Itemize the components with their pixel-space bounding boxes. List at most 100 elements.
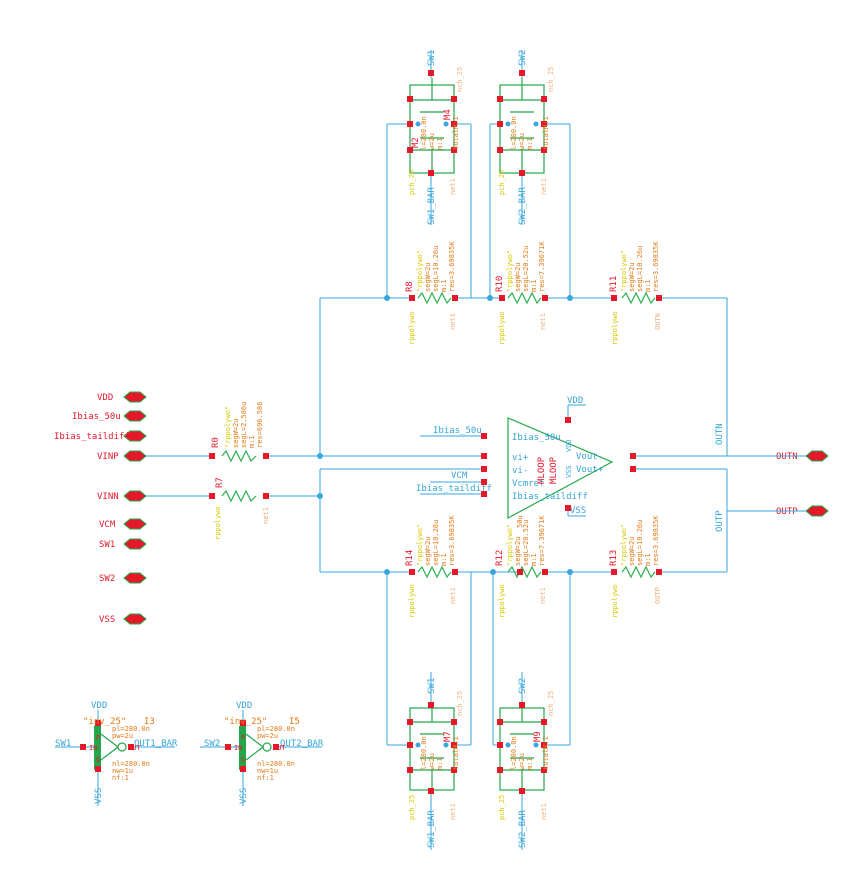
r14-model: "rppolywo" (416, 524, 424, 566)
r10-segw: segW=2u (514, 262, 522, 292)
opamp-pin-vcmref: Vcmref (512, 479, 545, 489)
switch-bottom-2[interactable]: SW2 nch_25 l=280.0n w=2u m:1 M9 totalM:1… (497, 672, 555, 850)
r13-model: "rppolywo" (620, 524, 628, 566)
sw-bot2-pch: pch_25 (498, 795, 506, 820)
resistor-r12[interactable]: R12 "rppolywo" segW=2u segL=20.52u m:1 r… (495, 515, 548, 618)
switch-top-2[interactable]: SW2 nch_25 l=280.0n w=2u m:1 totalM:1 SW… (497, 50, 555, 225)
port-ibias-50u[interactable]: Ibias_50u (72, 410, 147, 422)
switch-top-1[interactable]: SW1 nch_25 M2 l=280.0n w=2u m:1 M4 total… (407, 50, 464, 225)
sw-bot1-w: w=2u (428, 753, 436, 770)
i3-cell: "inv_25" (83, 717, 126, 727)
r11-res: res=3.69835K (652, 241, 660, 292)
r10-m: m:1 (530, 279, 538, 292)
r12-segw: segW=2u (514, 536, 522, 566)
opamp-pin-ibias50: Ibias_50u (512, 433, 561, 443)
sw-top1-net: net1 (449, 178, 457, 195)
port-sw2-label: SW2 (99, 574, 115, 584)
r11-segw: segW=2u (628, 262, 636, 292)
i5-pin-out: OUT (273, 744, 286, 752)
r14-m: m:1 (440, 553, 448, 566)
resistor-r14[interactable]: R14 "rppolywo" segW=2u segL=10.26u m:1 r… (405, 515, 458, 618)
sw-top1-pch: pch_25 (408, 170, 416, 195)
inverter-i3[interactable]: VDD VSS SW1 OUT1_BAR "inv_25" I3 pl=280.… (55, 701, 178, 806)
port-sw2[interactable]: SW2 (99, 572, 147, 584)
sw-bot1-pch: pch_25 (408, 795, 416, 820)
r8-res: res=3.69835K (448, 241, 456, 292)
net-label-vdd: VDD (567, 396, 583, 406)
port-vinn[interactable]: VINN (97, 490, 147, 502)
opamp-param: 50u (516, 515, 524, 528)
junction-dots (317, 295, 573, 575)
r11-segl: segL=10.26u (636, 246, 644, 292)
r0-res: res=696.586 (256, 402, 264, 448)
sw-top2-total: totalM:1 (542, 116, 550, 150)
i5-pl: pl=280.0n (257, 725, 295, 733)
i5-nf: nf:1 (257, 774, 274, 782)
r11-model: "rppolywo" (620, 250, 628, 292)
r12-m: m:1 (530, 553, 538, 566)
sw-top2-gate-label: SW2 (518, 50, 528, 66)
r13-m: m:1 (644, 553, 652, 566)
r14-res: res=3.69835K (448, 515, 456, 566)
i5-name: I5 (289, 717, 300, 727)
sw-top1-l: l=280.0n (420, 116, 428, 150)
resistor-r0[interactable]: R0 "rppolywo" segW=2u segL=2.586u m:1 re… (209, 402, 269, 463)
r13-pin-d: OUTP (654, 587, 662, 604)
resistor-r13[interactable]: R13 "rppolywo" segW=2u segL=10.26u m:1 r… (609, 515, 662, 618)
port-vcm-label: VCM (99, 520, 116, 530)
r10-model: "rppolywo" (506, 250, 514, 292)
i5-vdd: VDD (236, 701, 252, 711)
sw-bot2-gate-label: SW2 (518, 678, 528, 694)
sw-top2-m: m:1 (526, 137, 534, 150)
opamp-pin-ibias-tail: Ibias_taildiff (512, 492, 588, 502)
port-outp[interactable]: OUTP (776, 505, 829, 517)
port-outn[interactable]: OUTN (776, 450, 829, 462)
port-ibias50-label: Ibias_50u (72, 412, 121, 422)
opamp-pin-vss: VSS (565, 465, 573, 478)
port-vinn-label: VINN (97, 492, 119, 502)
sw-bot1-gate-label: SW1 (427, 678, 437, 694)
opamp-body-text: MLOOP (537, 456, 547, 484)
port-vss[interactable]: VSS (99, 613, 147, 625)
port-sw1-label: SW1 (99, 540, 115, 550)
sw-bot2-nch: nch_25 (547, 691, 555, 716)
r11-pin-a: rppolywo (611, 311, 619, 345)
i5-vss: VSS (239, 788, 249, 804)
r0-name: R0 (211, 437, 221, 448)
port-vdd-label: VDD (97, 393, 113, 403)
port-vcm[interactable]: VCM (99, 518, 147, 530)
sw-top1-gate-label: SW1 (427, 50, 437, 66)
sw-bot1-bar-label: SW1_BAR (427, 809, 437, 848)
r12-segl: segL=20.52u (522, 520, 530, 566)
sw-top2-l: l=280.0n (510, 116, 518, 150)
port-ibias-taildiff[interactable]: Ibias_taildiff (54, 430, 147, 442)
r14-pin-b: net1 (449, 587, 457, 604)
port-vdd[interactable]: VDD (97, 391, 147, 403)
port-sw1[interactable]: SW1 (99, 538, 147, 550)
inverter-i5[interactable]: VDD VSS SW2 OUT2_BAR "inv_25" I5 pl=280.… (200, 701, 324, 806)
sw-bot2-bar-label: SW2_BAR (518, 809, 528, 848)
r13-segl: segL=10.26u (636, 520, 644, 566)
switch-bottom-1[interactable]: SW1 nch_25 l=280.0n w=2u m:1 M7 totalM:1… (407, 672, 464, 850)
i5-pin-p: P (241, 734, 245, 742)
port-vinp[interactable]: VINP (97, 450, 147, 462)
r14-segw: segW=2u (424, 536, 432, 566)
opamp-body-text-2: MLOOP (549, 456, 559, 484)
opamp-pin-vip: vi+ (512, 453, 529, 463)
r10-segl: segL=20.52u (522, 246, 530, 292)
sw-bot2-m9: M9 (533, 731, 543, 742)
i3-nl: nl=280.0n (112, 760, 150, 768)
resistor-r11[interactable]: R11 "rppolywo" segW=2u segL=10.26u m:1 r… (609, 241, 662, 345)
port-outp-label: OUTP (776, 507, 798, 517)
sw-bot2-total: totalM:1 (542, 736, 550, 770)
r11-name: R11 (609, 276, 619, 292)
r0-segw: segW=2u (232, 418, 240, 448)
i3-vss: VSS (94, 788, 104, 804)
r12-pin-b: net1 (539, 587, 547, 604)
opamp-mloop[interactable]: Ibias_50u vi+ vi- Vcmref Ibias_taildiff … (481, 417, 636, 528)
resistor-r8[interactable]: R8 "rppolywo" segW=2u segL=10.26u m:1 re… (405, 241, 458, 345)
resistor-r7[interactable]: R7 rppolywo net1 (209, 477, 270, 540)
r12-model: "rppolywo" (506, 524, 514, 566)
resistor-r10[interactable]: R10 "rppolywo" segW=2u segL=20.52u m:1 r… (495, 241, 548, 345)
sw-top1-w: w=2u (428, 133, 436, 150)
